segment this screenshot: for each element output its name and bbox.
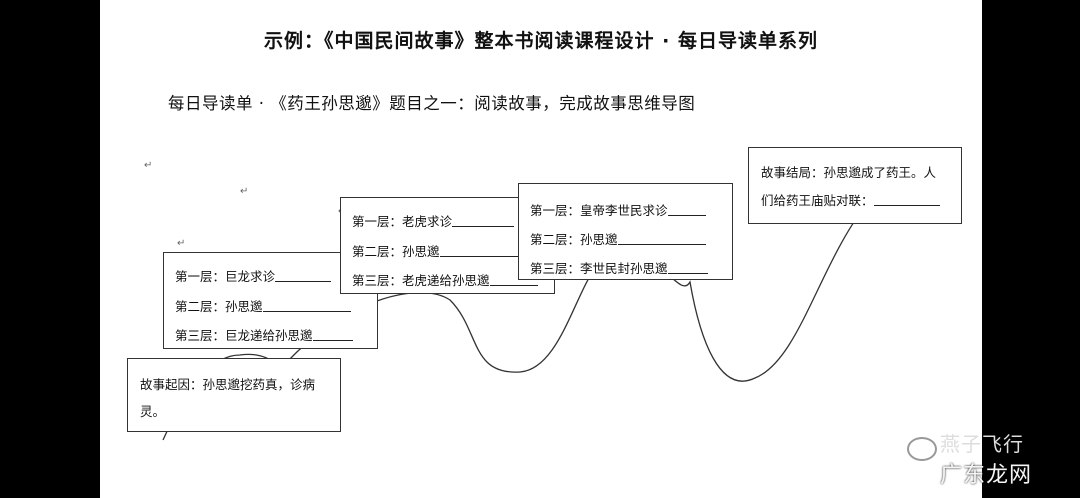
watermark-line-2: 广东龙网: [940, 463, 1033, 488]
return-mark: ↵: [240, 186, 249, 197]
box3-row2: 第二层：孙思邈: [530, 232, 618, 247]
start-line-1: 故事起因：孙思邈挖药真，诊病: [140, 377, 316, 392]
start-line-2: 灵。: [140, 404, 166, 419]
box2-row1: 第一层：老虎求诊: [352, 214, 453, 229]
return-mark: ↵: [177, 238, 186, 249]
plot-box-3: 第一层：皇帝李世民求诊 第二层：孙思邈 第三层：李世民封孙思邈: [518, 183, 733, 280]
watermark-line-1: 燕子飞行: [940, 432, 1024, 456]
box3-row3: 第三层：李世民封孙思邈: [530, 261, 668, 276]
page-subtitle: 每日导读单 · 《药王孙思邈》题目之一：阅读故事，完成故事思维导图: [168, 94, 696, 113]
end-line-2: 们给药王庙贴对联：: [761, 193, 874, 208]
box2-row2: 第二层：孙思邈: [352, 244, 440, 259]
box1-row1: 第一层：巨龙求诊: [175, 269, 276, 284]
wechat-icon: [907, 437, 937, 461]
box1-row3: 第三层：巨龙递给孙思邈: [175, 328, 313, 343]
plot-box-1: 第一层：巨龙求诊 第二层：孙思邈 第三层：巨龙递给孙思邈: [163, 252, 378, 349]
return-mark: ↵: [144, 160, 153, 171]
watermark: 燕子飞行 广东龙网: [898, 428, 1032, 489]
page-title: 示例：《中国民间故事》整本书阅读课程设计 · 每日导读单系列: [264, 30, 818, 52]
story-start-box: 故事起因：孙思邈挖药真，诊病 灵。: [127, 358, 341, 432]
box1-row2: 第二层：孙思邈: [175, 299, 263, 314]
end-line-1: 故事结局：孙思邈成了药王。人: [761, 165, 937, 180]
box2-row3: 第三层：老虎递给孙思邈: [352, 273, 490, 288]
story-end-box: 故事结局：孙思邈成了药王。人 们给药王庙贴对联：: [748, 147, 962, 224]
box3-row1: 第一层：皇帝李世民求诊: [530, 203, 668, 218]
document-page: 示例：《中国民间故事》整本书阅读课程设计 · 每日导读单系列 每日导读单 · 《…: [100, 0, 982, 498]
